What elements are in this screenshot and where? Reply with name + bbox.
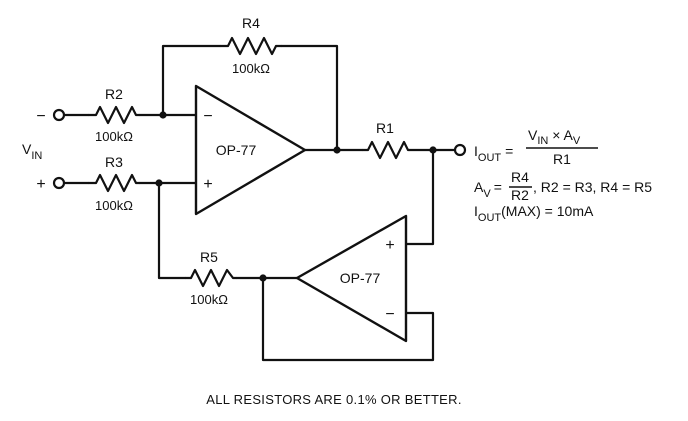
opamp-lower-inv-sign: − [385, 306, 394, 323]
input-plus-sign: + [36, 176, 45, 193]
resistor-r1 [362, 140, 410, 160]
vin-sub: IN [31, 150, 42, 162]
label-r4-value: 100kΩ [232, 61, 270, 76]
vin-main: V [22, 141, 32, 157]
footnote: ALL RESISTORS ARE 0.1% OR BETTER. [206, 392, 462, 407]
label-r2-value: 100kΩ [95, 129, 133, 144]
eq-iout-denominator: R1 [553, 151, 571, 167]
label-r5-value: 100kΩ [190, 292, 228, 307]
equations: IOUT= VIN × AV R1 AV= R4 R2 , R2 = R3, R… [474, 127, 652, 224]
opamp-upper-noninv-sign: + [203, 176, 212, 193]
opamp-lower [295, 214, 408, 343]
eq-iout-max: IOUT(MAX) = 10mA [474, 203, 594, 224]
terminal-vin-plus [52, 176, 66, 190]
junction-dots [155, 111, 437, 282]
wires [62, 44, 457, 362]
terminal-iout [453, 143, 467, 157]
eq-iout-numerator: VIN × AV [528, 127, 581, 147]
label-vin: VIN [22, 141, 42, 162]
label-r3-value: 100kΩ [95, 198, 133, 213]
input-minus-sign: − [36, 108, 45, 125]
resistor-r4 [220, 36, 282, 56]
opamp-upper-label: OP-77 [216, 142, 257, 158]
opamp-upper-inv-sign: − [203, 108, 212, 125]
eq-iout-lhs: IOUT= [474, 143, 513, 164]
resistor-r3 [88, 173, 140, 193]
eq-av-numerator: R4 [511, 169, 529, 185]
resistor-r2 [88, 105, 140, 125]
eq-av-lhs: AV= [474, 179, 502, 200]
label-r4-name: R4 [242, 15, 260, 31]
label-r3-name: R3 [105, 154, 123, 170]
opamp-lower-noninv-sign: + [385, 237, 394, 254]
eq-av-denominator: R2 [511, 187, 529, 203]
opamp-upper [194, 84, 307, 216]
terminal-vin-minus [52, 108, 66, 122]
resistor-r5 [185, 268, 237, 288]
label-r5-name: R5 [200, 249, 218, 265]
opamp-lower-label: OP-77 [340, 270, 381, 286]
label-r1-name: R1 [376, 120, 394, 136]
eq-av-tail: , R2 = R3, R4 = R5 [533, 179, 652, 195]
label-r2-name: R2 [105, 86, 123, 102]
